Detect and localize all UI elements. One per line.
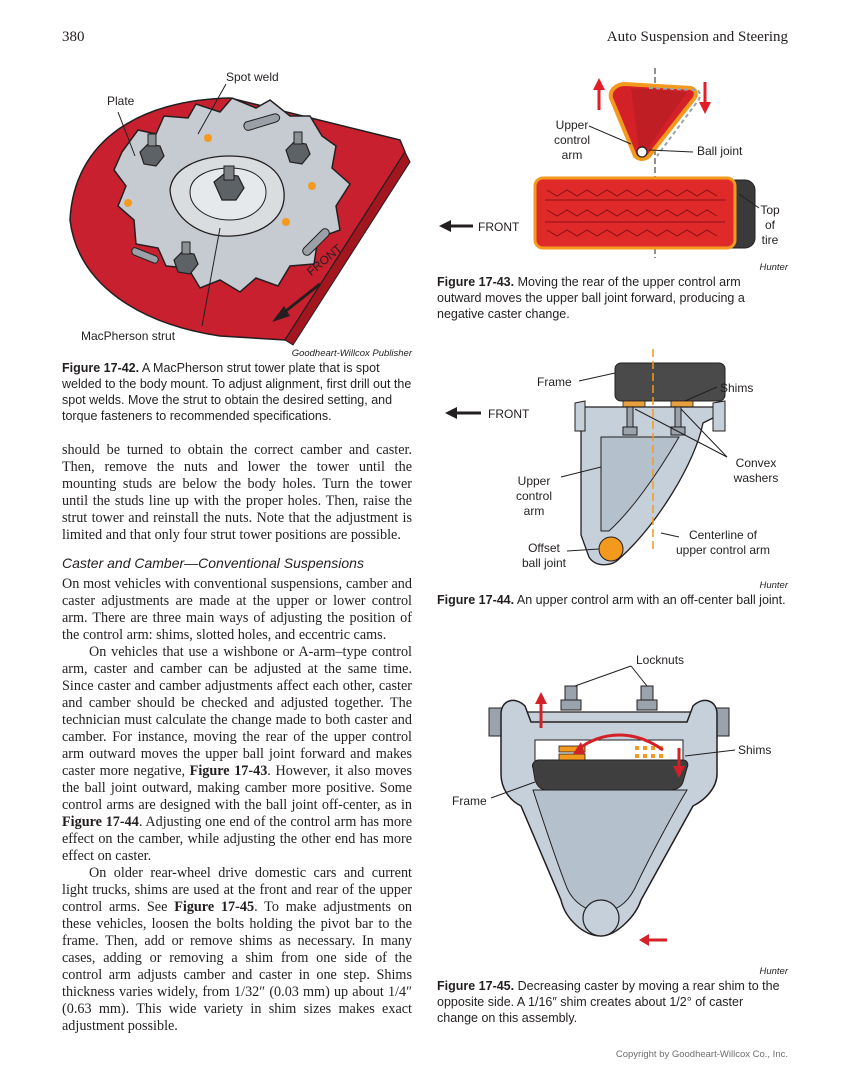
label-locknuts: Locknuts — [636, 653, 685, 667]
caption-fig42: Figure 17-42. A MacPherson strut tower p… — [62, 360, 412, 424]
label-shims-44: Shims — [720, 381, 754, 395]
caption-fig43-text: Moving the rear of the upper control arm… — [437, 275, 745, 321]
label-ball-joint-44: ball joint — [521, 556, 567, 570]
body-text-block-1: should be turned to obtain the correct c… — [62, 442, 412, 544]
label-front-43: FRONT — [478, 220, 520, 234]
figure-17-44 — [445, 349, 728, 566]
caption-fig42-text: A MacPherson strut tower plate that is s… — [62, 361, 412, 423]
label-front-44: FRONT — [488, 407, 530, 421]
paragraph-3: On vehicles that use a wishbone or A-arm… — [62, 644, 412, 865]
figure-17-45 — [488, 665, 736, 946]
label-plate: Plate — [107, 94, 135, 108]
caption-fig44-text: An upper control arm with an off-center … — [516, 593, 786, 607]
label-tire: tire — [761, 233, 779, 247]
paragraph-4-part-b: . To make adjustments on these vehicles,… — [62, 899, 413, 1034]
paragraph-4: On older rear-wheel drive domestic cars … — [62, 865, 412, 1035]
label-of: of — [764, 218, 775, 232]
credit-fig42: Goodheart-Willcox Publisher — [291, 348, 412, 359]
paragraph-3-ref-2: Figure 17-44 — [62, 814, 139, 830]
figure-17-43 — [439, 68, 760, 258]
label-frame-45: Frame — [452, 794, 487, 808]
label-washers: washers — [733, 471, 779, 485]
label-centerline-line1: Centerline of — [688, 528, 758, 542]
running-head: Auto Suspension and Steering — [606, 29, 788, 45]
credit-fig44: Hunter — [759, 580, 788, 591]
label-offset: Offset — [528, 541, 560, 555]
label-upper-43: Upper — [555, 118, 589, 132]
paragraph-2: On most vehicles with conventional suspe… — [62, 576, 412, 643]
caption-fig45: Figure 17-45. Decreasing caster by movin… — [437, 978, 787, 1026]
credit-fig43: Hunter — [759, 262, 788, 273]
label-macpherson-strut: MacPherson strut — [81, 329, 176, 343]
paragraph-3-part-c: . Adjusting one end of the control arm h… — [62, 814, 412, 864]
paragraph-3-part-a: On vehicles that use a wishbone or A-arm… — [62, 644, 412, 779]
caption-fig43-number: Figure 17-43. — [437, 275, 515, 289]
label-top: Top — [760, 203, 780, 217]
caption-fig45-text: Decreasing caster by moving a rear shim … — [437, 979, 780, 1025]
label-spot-weld: Spot weld — [226, 70, 279, 84]
paragraph-1: should be turned to obtain the correct c… — [62, 442, 412, 543]
label-control-44: control — [515, 489, 553, 503]
subheading: Caster and Camber—Conventional Suspensio… — [62, 555, 364, 571]
caption-fig44: Figure 17-44. An upper control arm with … — [437, 592, 787, 608]
label-arm-44: arm — [523, 504, 545, 518]
paragraph-3-ref-1: Figure 17-43 — [189, 763, 268, 779]
credit-fig45: Hunter — [759, 966, 788, 977]
figure-17-42 — [69, 83, 411, 346]
caption-fig43: Figure 17-43. Moving the rear of the upp… — [437, 274, 787, 322]
paragraph-3-part-b: . However, it also moves the ball joint … — [62, 763, 413, 813]
label-centerline-line2: upper control arm — [675, 543, 771, 557]
paragraph-4-ref: Figure 17-45 — [174, 899, 255, 915]
body-text-block-2: On most vehicles with conventional suspe… — [62, 576, 412, 1035]
copyright-footer: Copyright by Goodheart-Willcox Co., Inc. — [615, 1049, 788, 1060]
label-shims-45: Shims — [738, 743, 772, 757]
label-upper-44: Upper — [517, 474, 551, 488]
label-arm-43: arm — [561, 148, 583, 162]
label-control-43: control — [553, 133, 591, 147]
label-convex: Convex — [735, 456, 777, 470]
label-ball-joint-43: Ball joint — [697, 144, 743, 158]
paragraph-4-part-a: On older rear-wheel drive domestic cars … — [62, 865, 412, 915]
label-frame-44: Frame — [537, 375, 572, 389]
caption-fig42-number: Figure 17-42. — [62, 361, 140, 375]
caption-fig44-number: Figure 17-44. — [437, 593, 515, 607]
page-number: 380 — [62, 29, 85, 45]
caption-fig45-number: Figure 17-45. — [437, 979, 515, 993]
